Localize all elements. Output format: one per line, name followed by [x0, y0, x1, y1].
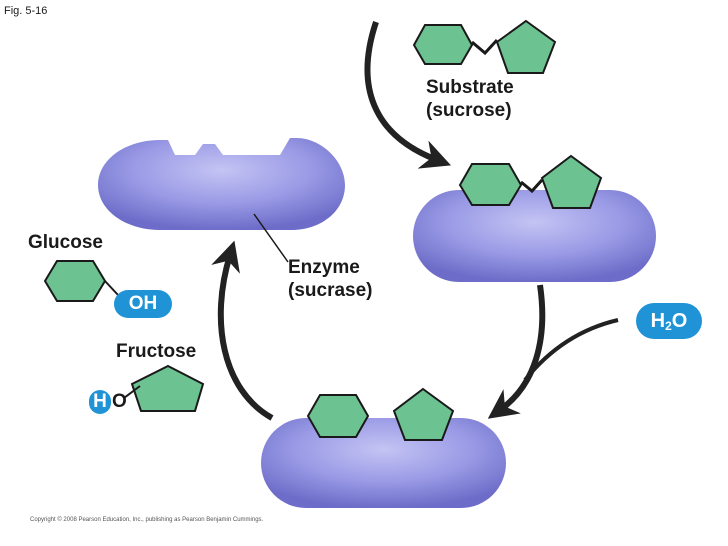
glycosidic-bond: [471, 38, 499, 56]
enzyme-substrate-complex: [413, 190, 656, 282]
water-subscript: 2: [665, 319, 672, 333]
fructose-pentagon: [495, 19, 557, 74]
substrate-label: Substrate (sucrose): [426, 76, 514, 122]
substrate-sucrose: [412, 19, 557, 74]
arrow-water-entry: [523, 318, 619, 382]
substrate-label-line1: Substrate: [426, 77, 514, 98]
glucose-hexagon: [412, 24, 474, 65]
glucose-label: Glucose: [28, 232, 103, 253]
oh-group-badge: OH: [114, 290, 172, 318]
product-fructose-pentagon: [392, 387, 455, 441]
bound-bond: [520, 178, 544, 194]
substrate-label-line2: (sucrose): [426, 100, 512, 121]
figure-label: Fig. 5-16: [4, 5, 48, 17]
bound-glucose-hexagon: [458, 163, 523, 206]
fructose-label: Fructose: [116, 341, 197, 362]
water-o: O: [671, 310, 688, 332]
enzyme-products: [261, 418, 506, 508]
glucose-oh-bond: [104, 280, 119, 296]
bound-products: [306, 387, 455, 441]
released-fructose-pentagon: [130, 364, 205, 412]
o-atom-label: O: [112, 391, 127, 412]
bound-fructose-pentagon: [540, 154, 603, 209]
copyright-notice: Copyright © 2008 Pearson Education, Inc.…: [30, 517, 264, 523]
arrow-hydrolysis: [487, 284, 546, 419]
water-h: H: [650, 310, 666, 332]
h-atom-badge: H: [89, 390, 111, 414]
enzyme-label-line2: (sucrase): [288, 280, 373, 301]
enzyme-free: [98, 138, 345, 230]
released-glucose-hexagon: [43, 260, 107, 302]
water-badge: H2O: [636, 303, 702, 339]
bound-substrate: [458, 154, 603, 209]
enzyme-label: Enzyme (sucrase): [288, 256, 373, 302]
enzyme-label-line1: Enzyme: [288, 257, 360, 278]
arrow-release: [211, 240, 274, 421]
product-glucose-hexagon: [306, 394, 370, 438]
arrow-substrate-binding: [364, 21, 451, 169]
enzyme-pointer-line: [253, 213, 289, 263]
fructose-ho-bond: [123, 385, 141, 399]
